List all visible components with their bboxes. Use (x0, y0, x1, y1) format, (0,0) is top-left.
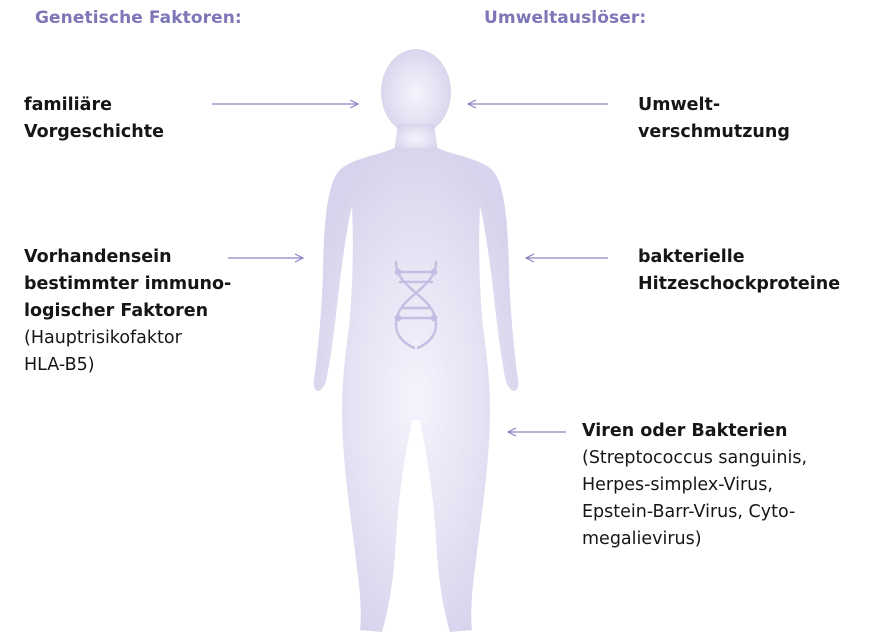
factor-detail-line: HLA-B5) (24, 352, 231, 379)
factor-title-line: Viren oder Bakterien (582, 418, 807, 445)
factor-immunologische-faktoren: Vorhandensein bestimmter immuno- logisch… (24, 244, 231, 379)
factor-title-line: logischer Faktoren (24, 298, 231, 325)
genetic-factors-heading: Genetische Faktoren: (35, 8, 242, 28)
factor-detail-line: Herpes-simplex-Virus, (582, 472, 807, 499)
factor-viren-bakterien: Viren oder Bakterien (Streptococcus sang… (582, 418, 807, 553)
factor-familiaere-vorgeschichte: familiäre Vorgeschichte (24, 92, 164, 146)
factor-detail-line: megalievirus) (582, 526, 807, 553)
factor-detail-line: (Hauptrisikofaktor (24, 325, 231, 352)
factor-title-line: Vorgeschichte (24, 119, 164, 146)
factor-title-line: bakterielle (638, 244, 840, 271)
factor-title-line: familiäre (24, 92, 164, 119)
factor-title-line: bestimmter immuno- (24, 271, 231, 298)
factor-title-line: Umwelt- (638, 92, 790, 119)
factor-title-line: verschmutzung (638, 119, 790, 146)
factor-title-line: Vorhandensein (24, 244, 231, 271)
factor-detail-line: (Streptococcus sanguinis, (582, 445, 807, 472)
factor-umweltverschmutzung: Umwelt- verschmutzung (638, 92, 790, 146)
factor-title-line: Hitzeschockproteine (638, 271, 840, 298)
factor-detail-line: Epstein-Barr-Virus, Cyto- (582, 499, 807, 526)
factor-hitzeschockproteine: bakterielle Hitzeschockproteine (638, 244, 840, 298)
environmental-triggers-heading: Umweltauslöser: (484, 8, 646, 28)
human-silhouette-icon (314, 49, 519, 632)
